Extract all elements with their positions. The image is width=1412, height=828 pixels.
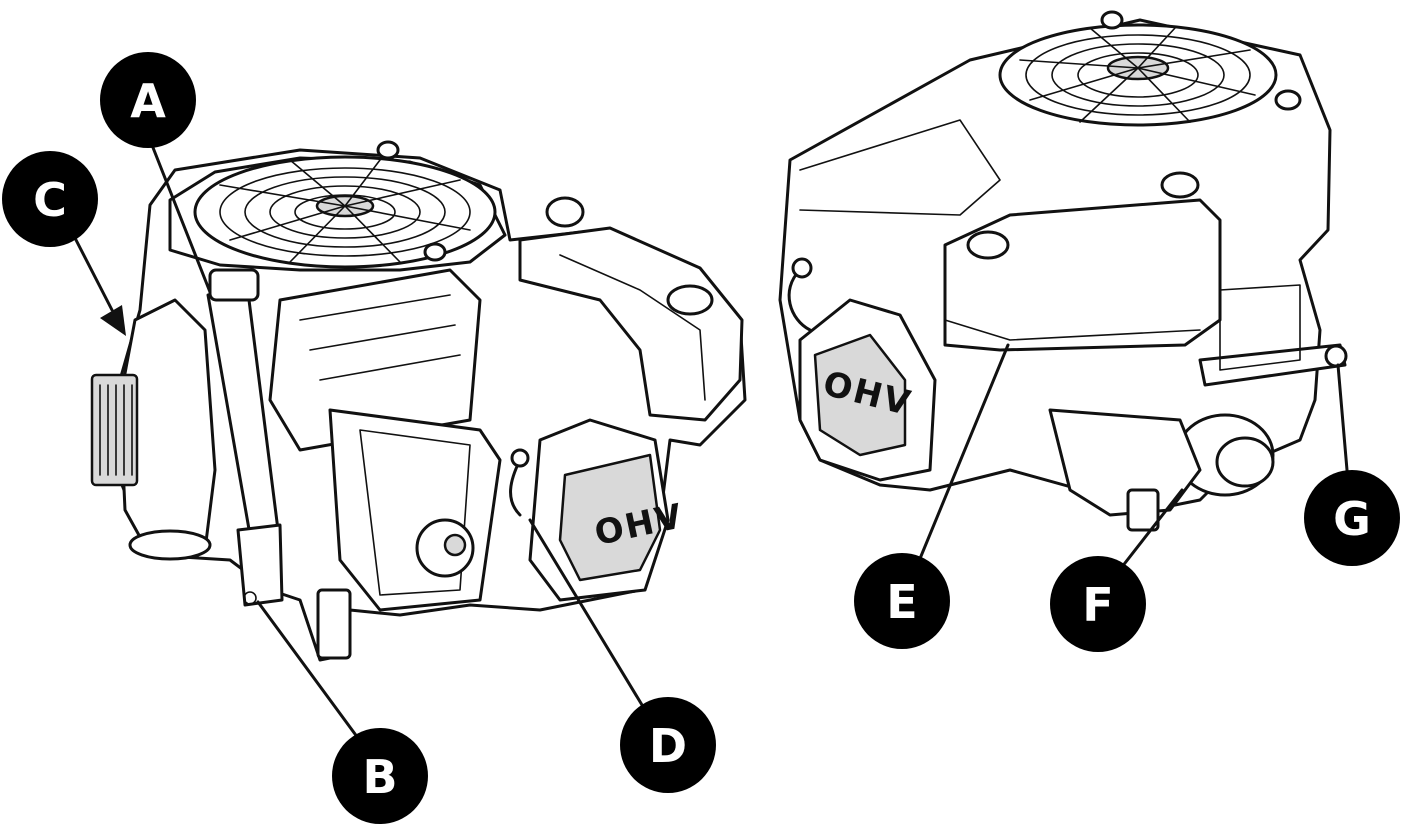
leader-c <box>73 236 114 312</box>
callout-e: E <box>854 553 950 649</box>
engine-left: OHV <box>90 140 747 662</box>
callout-c-label: C <box>33 173 67 227</box>
fan-grille-right <box>998 23 1278 127</box>
engine-right: OHV <box>778 10 1348 532</box>
leader-e <box>903 343 1010 597</box>
callout-f: F <box>1050 556 1146 652</box>
callout-a-label: A <box>130 74 166 128</box>
fan-grille-left <box>193 155 497 269</box>
callout-c: C <box>2 151 98 247</box>
leader-c-arrow <box>100 305 126 336</box>
callout-d-label: D <box>649 719 687 773</box>
oil-filter <box>1175 413 1275 497</box>
callout-b: B <box>332 728 428 824</box>
callout-g: G <box>1304 470 1400 566</box>
dipstick-left <box>206 268 284 607</box>
callout-d: D <box>620 697 716 793</box>
leader-a <box>148 138 212 294</box>
leader-d <box>528 518 664 740</box>
callout-e-label: E <box>886 575 917 629</box>
valve-cover-left: OHV <box>528 418 687 602</box>
callout-a: A <box>100 52 196 148</box>
callout-b-label: B <box>362 750 397 804</box>
callout-g-label: G <box>1333 492 1371 546</box>
callout-f-label: F <box>1082 578 1113 632</box>
valve-cover-right: OHV <box>798 298 937 482</box>
